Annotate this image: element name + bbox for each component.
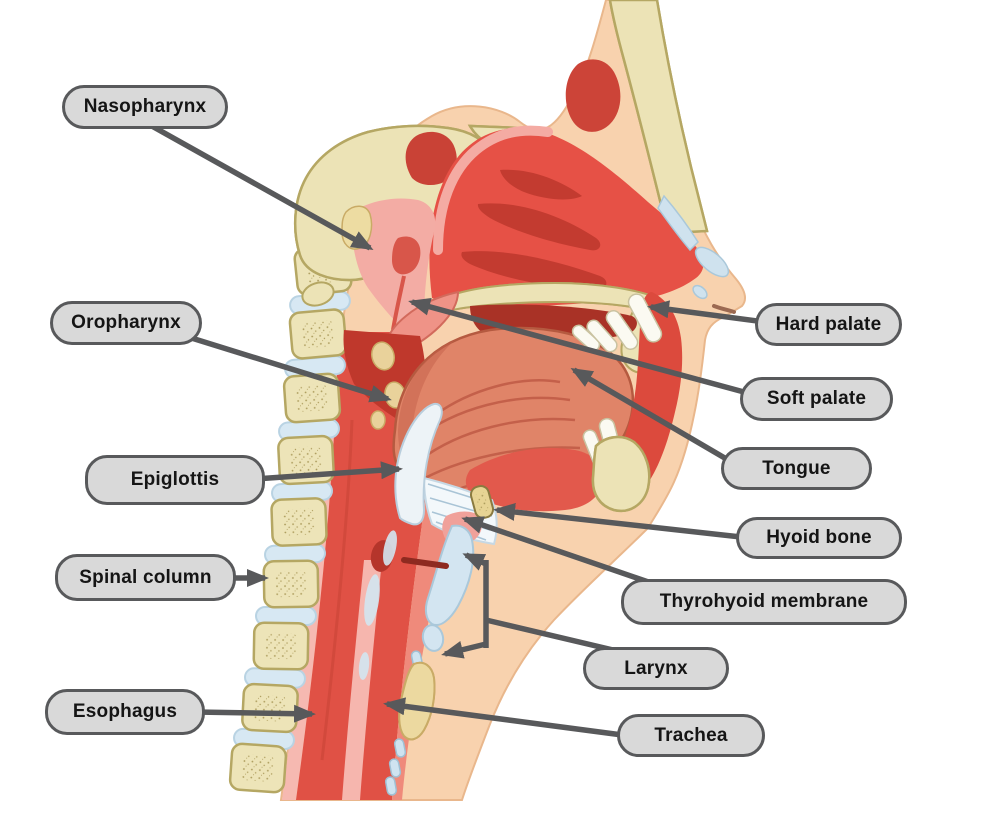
label-hyoid-bone: Hyoid bone — [736, 517, 902, 559]
label-trachea: Trachea — [617, 714, 765, 757]
esophagus-arrow — [194, 704, 316, 723]
label-oropharynx: Oropharynx — [50, 301, 202, 345]
tongue-arrow — [570, 367, 737, 467]
hyoid-bone-arrow — [493, 503, 751, 541]
thyroid-cartilage — [424, 524, 475, 626]
tonsil — [371, 341, 395, 371]
label-spinal-column: Spinal column — [55, 554, 236, 601]
nasal-cavity — [429, 125, 704, 307]
thyroid-gland — [398, 661, 436, 741]
trachea-arrow — [383, 697, 631, 739]
label-nasopharynx: Nasopharynx — [62, 85, 228, 129]
label-soft-palate: Soft palate — [740, 377, 893, 421]
thyrohyoid-membrane-arrow — [461, 516, 661, 589]
label-thyrohyoid-membrane: Thyrohyoid membrane — [621, 579, 907, 625]
label-epiglottis: Epiglottis — [85, 455, 265, 505]
concha-inferior — [461, 251, 607, 290]
epiglottis-arrow — [254, 461, 403, 482]
epiglottis-flap — [394, 402, 443, 526]
mouth-floor-muscle — [465, 448, 604, 512]
nasopharynx-arrow — [148, 122, 374, 251]
nostril — [712, 304, 736, 314]
larynx-arrow-lower — [441, 640, 487, 659]
label-hard-palate: Hard palate — [755, 303, 902, 346]
torus-tubarius — [392, 236, 421, 275]
cricoid-cartilage — [421, 624, 445, 652]
nasal-cartilage — [657, 194, 730, 300]
frontal-sinus — [565, 59, 621, 132]
concha-superior — [500, 169, 582, 200]
hard-palate-arrow — [647, 300, 766, 325]
label-tongue: Tongue — [721, 447, 872, 490]
mandible — [591, 435, 651, 513]
larynx-arrow-upper — [462, 552, 488, 571]
tonsil — [370, 410, 386, 430]
concha-middle — [477, 203, 601, 251]
soft-palate-arrow — [408, 298, 756, 398]
label-larynx: Larynx — [583, 647, 729, 690]
label-esophagus: Esophagus — [45, 689, 205, 735]
sphenoid-sinus — [405, 131, 457, 186]
oropharynx-arrow — [184, 333, 392, 403]
vocal-fold — [401, 557, 449, 569]
